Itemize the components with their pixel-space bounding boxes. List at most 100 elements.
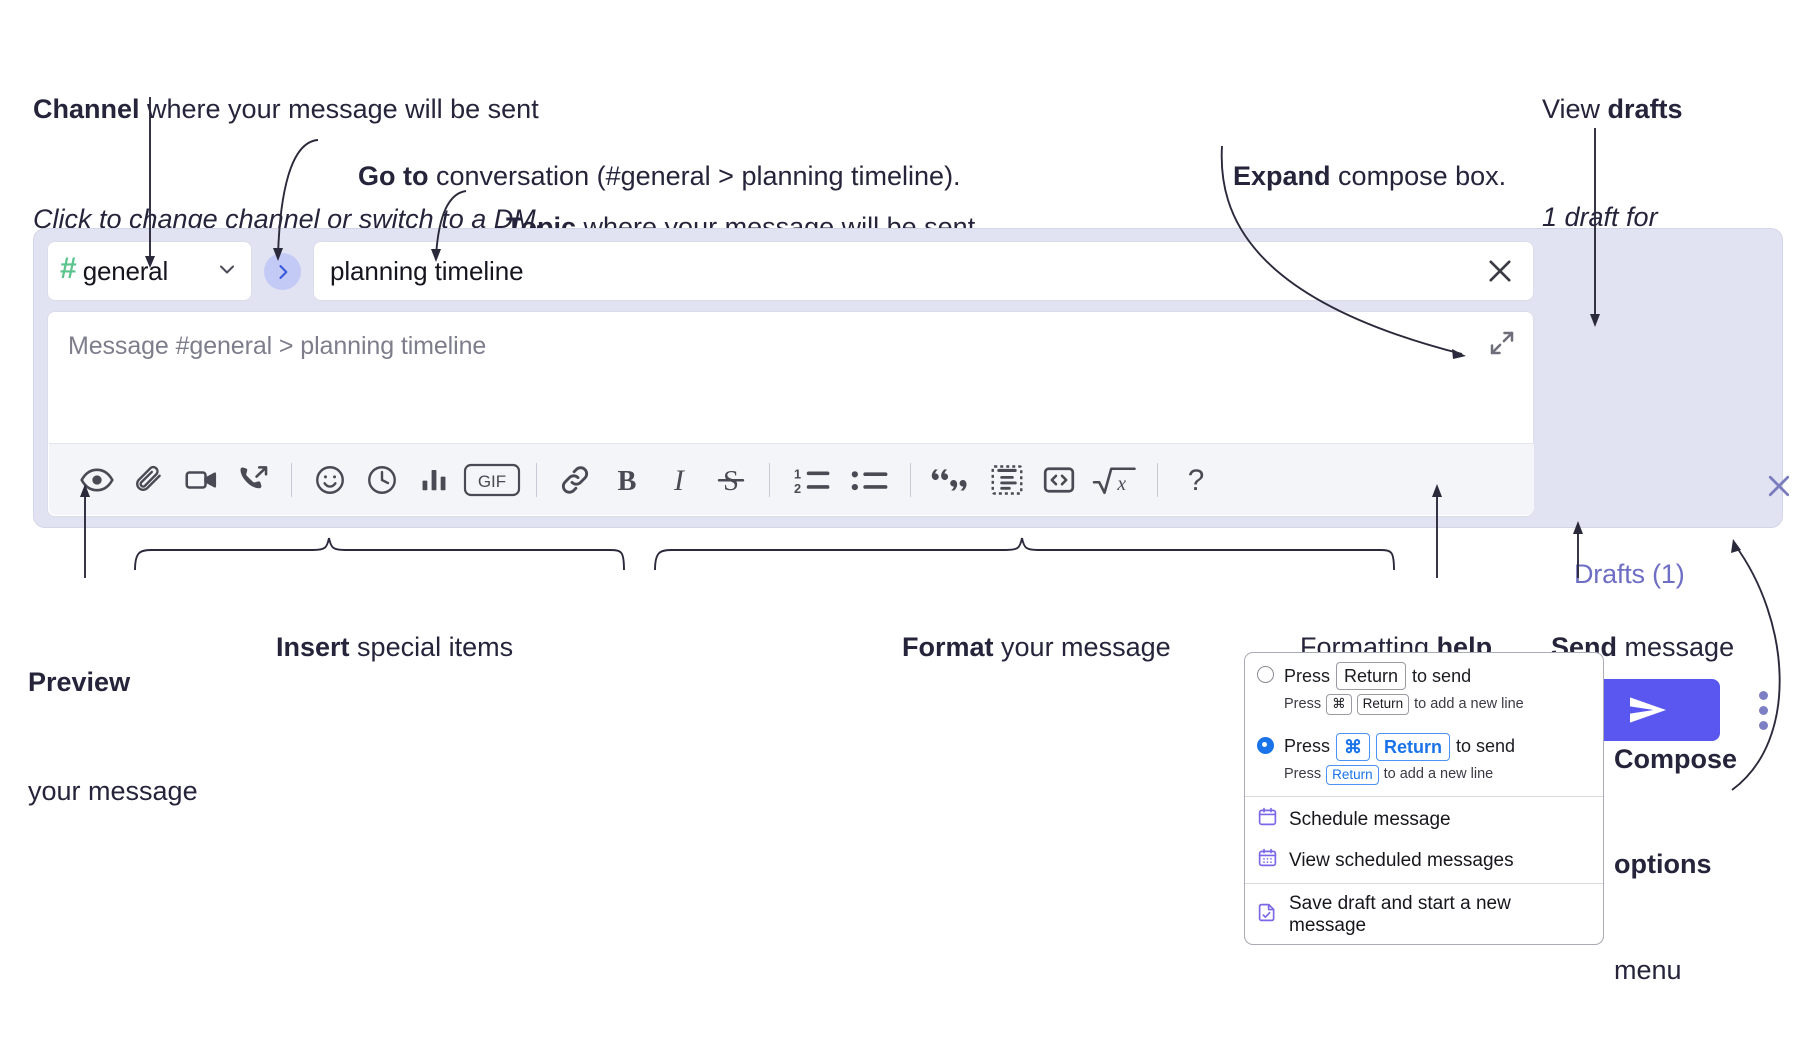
strikethrough-icon[interactable]: S — [705, 454, 757, 506]
key-command: ⌘ — [1326, 694, 1352, 715]
message-input[interactable]: Message #general > planning timeline — [47, 311, 1534, 517]
annotation-preview: Preview your message — [28, 595, 198, 880]
annotation-insert-rest: special items — [349, 632, 514, 663]
svg-text:x: x — [1116, 473, 1126, 494]
menu-item-view-scheduled-messages[interactable]: View scheduled messages — [1245, 840, 1603, 881]
key-return: Return — [1356, 694, 1410, 715]
key-command: ⌘ — [1336, 732, 1371, 761]
menu-item-label: Schedule message — [1289, 808, 1451, 830]
message-placeholder: Message #general > planning timeline — [68, 332, 487, 360]
save-draft-icon — [1257, 902, 1278, 929]
annotation-preview-line2: your message — [28, 776, 198, 807]
compose-options-menu: Press Return to send Press ⌘ Return to a… — [1244, 652, 1604, 946]
chevron-down-icon — [215, 257, 239, 286]
huddle-icon[interactable] — [227, 454, 279, 506]
ordered-list-icon[interactable]: 1 2 — [782, 454, 840, 506]
italic-icon[interactable]: I — [653, 454, 705, 506]
preview-icon[interactable] — [71, 454, 123, 506]
svg-text:GIF: GIF — [478, 472, 506, 491]
toolbar-separator — [1157, 462, 1158, 497]
option2-pre: Press — [1284, 736, 1331, 757]
annotation-expand-rest: compose box. — [1330, 161, 1507, 192]
emoji-icon[interactable] — [304, 454, 356, 506]
key-return: Return — [1376, 732, 1451, 761]
goto-conversation-button[interactable] — [264, 253, 301, 290]
clock-icon[interactable] — [356, 454, 408, 506]
menu-divider — [1245, 796, 1603, 798]
gif-icon[interactable]: GIF — [460, 454, 524, 506]
annotation-format: Format your message — [872, 595, 1171, 700]
annotation-drafts-line1-bold: drafts — [1607, 94, 1683, 125]
annotation-expand-bold: Expand — [1233, 161, 1331, 192]
annotation-compose-options-line2: options — [1614, 849, 1712, 880]
annotation-channel-rest: where your message will be sent — [139, 94, 539, 125]
toolbar-separator — [291, 462, 292, 497]
svg-text:2: 2 — [794, 480, 801, 495]
menu-item-save-draft[interactable]: Save draft and start a new message — [1245, 886, 1603, 944]
annotation-channel-bold: Channel — [33, 94, 140, 125]
close-icon[interactable] — [1759, 466, 1799, 506]
annotation-drafts-line1-reg: View — [1542, 94, 1608, 125]
menu-item-schedule-message[interactable]: Schedule message — [1245, 799, 1603, 840]
option1-sub-post: to add a new line — [1414, 695, 1524, 712]
option-return-to-send[interactable]: Press Return to send — [1245, 653, 1603, 692]
annotation-goto: Go to conversation (#general > planning … — [328, 124, 961, 229]
toolbar-separator — [536, 462, 537, 497]
attachment-icon[interactable] — [123, 454, 175, 506]
compose-options-menu-button[interactable] — [1746, 684, 1780, 736]
option2-sub-pre: Press — [1284, 766, 1322, 783]
annotation-compose-options-line1: Compose — [1614, 744, 1738, 775]
annotation-expand: Expand compose box. — [1203, 124, 1506, 229]
option-label: Press Return to send — [1284, 662, 1471, 691]
bulleted-list-icon[interactable] — [840, 454, 898, 506]
radio-unselected[interactable] — [1257, 666, 1274, 683]
blockquote-icon[interactable] — [923, 454, 981, 506]
calendar-grid-icon — [1257, 847, 1278, 874]
annotation-insert: Insert special items — [246, 595, 513, 700]
svg-text:?: ? — [1188, 463, 1205, 496]
formatting-toolbar: GIF B — [49, 443, 1534, 515]
topic-field[interactable]: planning timeline — [313, 241, 1534, 301]
bold-icon[interactable]: B — [601, 454, 653, 506]
option1-sub-pre: Press — [1284, 695, 1322, 712]
option2-sublabel: Press Return to add a new line — [1245, 763, 1603, 794]
annotation-goto-rest: conversation (#general > planning timeli… — [428, 161, 961, 192]
option-cmd-return-to-send[interactable]: Press ⌘ Return to send — [1245, 724, 1603, 763]
annotation-send-rest: message — [1617, 632, 1735, 663]
code-block-icon[interactable] — [981, 454, 1033, 506]
svg-text:1: 1 — [794, 466, 801, 481]
option1-sublabel: Press ⌘ Return to add a new line — [1245, 692, 1603, 723]
radio-selected[interactable] — [1257, 736, 1274, 754]
annotation-format-rest: your message — [993, 632, 1171, 663]
hash-icon: # — [60, 252, 77, 285]
math-icon[interactable]: x — [1085, 454, 1145, 506]
menu-divider — [1245, 883, 1603, 885]
composer-inner: # general planning timeline Message #gen… — [47, 241, 1534, 517]
key-return: Return — [1326, 764, 1379, 786]
help-icon[interactable]: ? — [1170, 454, 1222, 506]
option2-sub-post: to add a new line — [1383, 766, 1494, 783]
annotation-goto-bold: Go to — [358, 161, 429, 192]
dot — [1758, 705, 1768, 715]
poll-icon[interactable] — [408, 454, 460, 506]
inline-code-icon[interactable] — [1033, 454, 1085, 506]
drafts-link[interactable]: Drafts (1) — [1574, 559, 1685, 589]
message-composer: Drafts (1) # general — [33, 228, 1790, 741]
annotation-preview-bold: Preview — [28, 667, 131, 698]
clear-topic-icon[interactable] — [1473, 244, 1527, 298]
poster-canvas: Channel where your message will be sent … — [28, 94, 1790, 985]
option-label: Press ⌘ Return to send — [1284, 732, 1516, 761]
video-icon[interactable] — [175, 454, 227, 506]
annotation-drafts-line2: 1 draft for — [1542, 202, 1658, 233]
annotation-compose-options-line3: menu — [1614, 954, 1682, 985]
option2-post: to send — [1456, 736, 1516, 757]
dot — [1758, 720, 1768, 730]
key-return: Return — [1336, 662, 1407, 691]
link-icon[interactable] — [549, 454, 601, 506]
expand-compose-icon[interactable] — [1485, 326, 1519, 360]
option1-pre: Press — [1284, 665, 1331, 686]
toolbar-separator — [910, 462, 911, 497]
toolbar-separator — [769, 462, 770, 497]
channel-name: general — [82, 255, 169, 286]
channel-selector[interactable]: # general — [47, 241, 252, 301]
